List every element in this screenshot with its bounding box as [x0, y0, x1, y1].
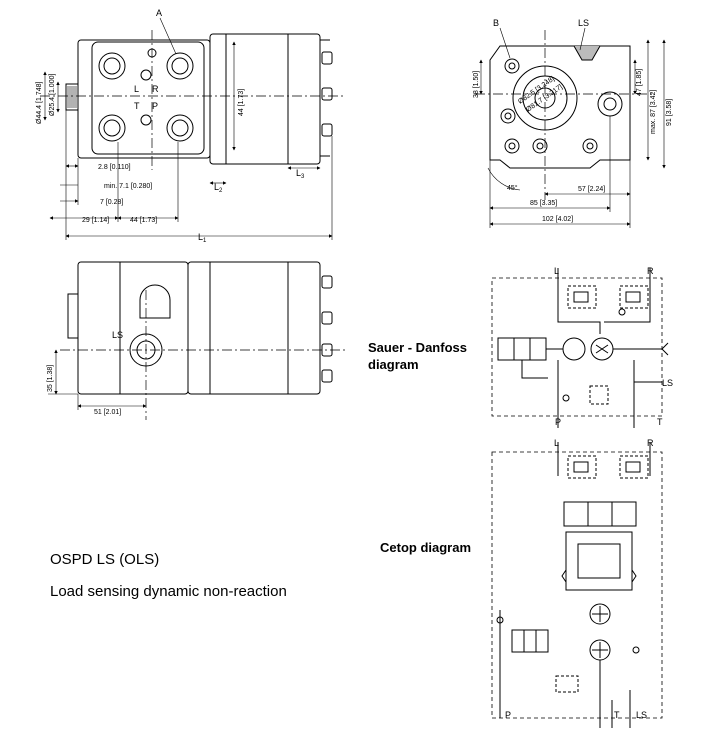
product-description: Load sensing dynamic non-reaction: [50, 583, 287, 600]
sd-port-LS: LS: [662, 378, 673, 388]
bottom-view-labels: LS 35 [1.38] 51 [2.01]: [47, 330, 123, 416]
dim-38: 38 [1.50]: [473, 71, 480, 98]
dim-7: 7 [0.28]: [100, 199, 123, 206]
dim-29: 29 [1.14]: [82, 217, 109, 224]
dim-91: 91 [3.58]: [666, 99, 673, 126]
product-model-title: OSPD LS (OLS): [50, 551, 160, 568]
front-view-dimensions: [43, 17, 333, 240]
bottom-view-dimensions: [48, 349, 147, 410]
dim-85: 85 [3.35]: [530, 200, 557, 207]
dim-min-7-1: min. 7.1 [0.280]: [104, 183, 152, 190]
sd-port-L: L: [554, 266, 559, 276]
port-label-R: R: [152, 84, 159, 94]
dim-51: 51 [2.01]: [94, 409, 121, 416]
dim-45-degrees: 45°: [507, 184, 518, 192]
dim-max-87: max. 87 [3.42]: [650, 90, 657, 134]
cetop-port-L: L: [554, 438, 559, 448]
dim-L2: L2: [214, 182, 223, 194]
dim-L3: L3: [296, 168, 305, 180]
cetop-port-LS: LS: [636, 710, 647, 720]
dim-47: 47 [1.85]: [636, 69, 643, 96]
dim-d44: Ø44.4 [1.748]: [36, 82, 43, 124]
cetop-port-R: R: [647, 438, 654, 448]
port-label-T: T: [134, 101, 140, 111]
bottom-view: [60, 261, 345, 420]
port-label-B: B: [493, 18, 499, 28]
dim-2-8: 2.8 [0.110]: [98, 164, 131, 171]
side-view-dimensions: [479, 27, 666, 228]
sauer-danfoss-labels: L R P T LS: [554, 266, 673, 427]
dim-102: 102 [4.02]: [542, 216, 573, 223]
port-label-P: P: [152, 101, 158, 111]
cetop-diagram: [491, 442, 663, 728]
sauer-danfoss-diagram-title: Sauer - Danfoss diagram: [368, 340, 467, 372]
port-label-L: L: [134, 84, 139, 94]
dim-d25: Ø25.4 [1.000]: [49, 74, 56, 116]
cetop-diagram-title: Cetop diagram: [380, 540, 472, 555]
dim-L1: L1: [198, 232, 207, 244]
sauer-danfoss-diagram: [491, 268, 669, 428]
sd-port-T: T: [657, 417, 663, 427]
dim-44-vertical: 44 [1.73]: [238, 89, 245, 116]
dim-57: 57 [2.24]: [578, 186, 605, 193]
dim-35: 35 [1.38]: [47, 365, 54, 392]
dim-44-horizontal: 44 [1.73]: [130, 217, 157, 224]
cetop-labels: L R P T LS: [505, 438, 654, 720]
port-label-LS-side: LS: [578, 18, 589, 28]
port-label-LS-bottom: LS: [112, 330, 123, 340]
sd-port-R: R: [647, 266, 654, 276]
sd-port-P: P: [555, 417, 561, 427]
front-view: [40, 30, 345, 170]
cetop-port-P: P: [505, 710, 511, 720]
port-label-A: A: [156, 8, 162, 18]
side-view: [475, 30, 655, 200]
cetop-port-T: T: [614, 710, 620, 720]
front-view-labels: Ø44.4 [1.748] Ø25.4 [1.000] 44 [1.73] 2.…: [36, 8, 305, 244]
